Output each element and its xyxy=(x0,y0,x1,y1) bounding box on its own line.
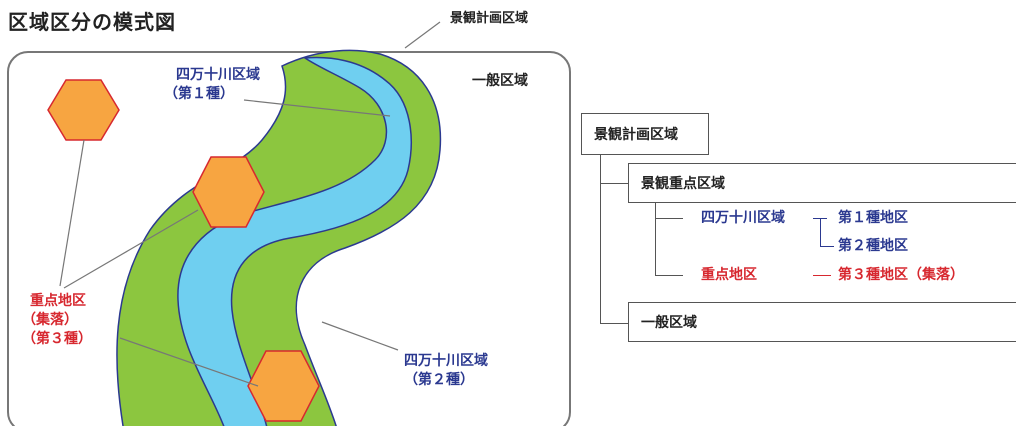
general-area-label: 一般区域 xyxy=(472,73,528,89)
tree-trunk xyxy=(600,155,601,323)
tree-branch-general xyxy=(600,323,628,324)
tree-line-type2 xyxy=(820,246,834,247)
tree-node-type1: 第１種地区 xyxy=(838,210,908,226)
key-district-hexagon-3 xyxy=(247,350,320,422)
river xyxy=(177,56,412,426)
leader-hex1 xyxy=(59,139,85,287)
landscape-plan-leader xyxy=(404,21,441,49)
shimanto-type2-label: 四万十川区域 （第２種） xyxy=(404,353,488,388)
tree-node-root: 景観計画区域 xyxy=(581,113,709,155)
tree-line-types-trunk xyxy=(820,218,821,246)
tree-branch-key-district xyxy=(655,275,683,276)
page-title: 区域区分の模式図 xyxy=(8,10,176,34)
tree-node-type2: 第２種地区 xyxy=(838,238,908,254)
tree-node-shimanto: 四万十川区域 xyxy=(701,210,785,226)
key-district-hexagon-1 xyxy=(47,79,120,141)
tree-branch-shimanto xyxy=(655,218,683,219)
landscape-plan-area-label: 景観計画区域 xyxy=(450,11,529,26)
tree-sub-trunk xyxy=(655,203,656,275)
leader-shimanto-1 xyxy=(243,99,391,117)
leader-shimanto-2 xyxy=(321,321,399,351)
key-district-label: 重点地区 （集落） （第３種） xyxy=(22,293,92,347)
shimanto-type1-label: 四万十川区域 （第１種） xyxy=(164,67,260,102)
key-district-hexagon-2 xyxy=(192,156,265,228)
leader-hex3 xyxy=(119,337,259,387)
tree-node-landscape-key: 景観重点区域 xyxy=(628,163,1016,203)
tree-line-type3 xyxy=(813,275,831,276)
tree-branch-key xyxy=(600,183,628,184)
tree-node-key-district: 重点地区 xyxy=(701,267,757,283)
leader-hex2 xyxy=(63,209,199,289)
tree-node-general: 一般区域 xyxy=(628,302,1016,342)
tree-node-type3: 第３種地区（集落） xyxy=(838,267,964,283)
